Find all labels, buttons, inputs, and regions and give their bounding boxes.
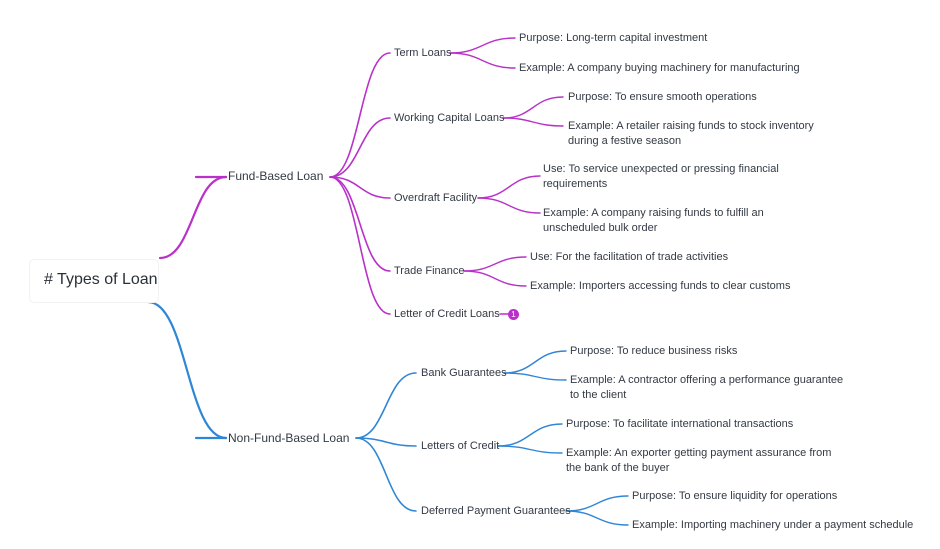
detail-deferred-payment-purpose: Purpose: To ensure liquidity for operati… xyxy=(632,490,838,502)
detail-trade-finance-example: Example: Importers accessing funds to cl… xyxy=(530,280,791,292)
node-overdraft-facility[interactable]: Overdraft Facility xyxy=(394,192,478,204)
connector-fund-detail-2-1 xyxy=(477,197,541,214)
connector-fund-detail-2-0 xyxy=(477,175,541,199)
node-trade-finance[interactable]: Trade Finance xyxy=(394,265,465,277)
connector-fund-detail-1-1 xyxy=(502,117,564,127)
connector-nonfund-child-1 xyxy=(355,437,417,447)
connector-nonfund-detail-2-1 xyxy=(565,510,629,526)
detail-overdraft-example: Example: A company raising funds to fulf… xyxy=(543,207,764,234)
connector-fund-child-3 xyxy=(329,176,391,272)
connector-nonfund-child-2 xyxy=(355,437,417,512)
branch-fund-based[interactable]: Fund-Based Loan xyxy=(228,169,324,183)
node-working-capital-loans[interactable]: Working Capital Loans xyxy=(394,112,505,124)
detail-deferred-payment-example: Example: Importing machinery under a pay… xyxy=(632,519,914,531)
node-letter-of-credit-loans[interactable]: Letter of Credit Loans xyxy=(394,308,500,320)
branch-non-fund-based[interactable]: Non-Fund-Based Loan xyxy=(228,431,350,445)
detail-letters-of-credit-example: Example: An exporter getting payment ass… xyxy=(566,447,832,474)
root-label: # Types of Loan xyxy=(44,271,158,288)
connector-fund-detail-0-0 xyxy=(449,37,516,54)
detail-term-loans-purpose: Purpose: Long-term capital investment xyxy=(519,32,708,44)
node-deferred-payment-guarantees[interactable]: Deferred Payment Guarantees xyxy=(421,505,571,517)
connector-fund-detail-3-1 xyxy=(463,270,527,287)
connector-fund-child-2 xyxy=(329,176,391,199)
connector-nonfund-detail-0-0 xyxy=(503,350,567,374)
connector-fund-child-1 xyxy=(329,117,391,178)
node-bank-guarantees[interactable]: Bank Guarantees xyxy=(421,367,507,379)
connector-nonfund-child-0 xyxy=(355,372,417,439)
detail-term-loans-example: Example: A company buying machinery for … xyxy=(519,62,800,74)
connector-nonfund-detail-0-1 xyxy=(503,372,567,381)
node-letters-of-credit[interactable]: Letters of Credit xyxy=(421,440,500,452)
connector-nonfund-detail-2-0 xyxy=(565,495,629,512)
root-node[interactable] xyxy=(30,260,158,302)
connector-root-fund xyxy=(158,175,228,260)
connector-fund-child-4 xyxy=(329,176,391,315)
connector-root-nonfund xyxy=(146,300,228,440)
connector-fund-child-0 xyxy=(329,52,391,178)
connector-fund-detail-1-0 xyxy=(502,96,564,119)
detail-overdraft-use: Use: To service unexpected or pressing f… xyxy=(543,163,779,190)
detail-bank-guarantees-purpose: Purpose: To reduce business risks xyxy=(570,345,738,357)
connector-fund-detail-3-0 xyxy=(463,256,527,272)
connector-fund-detail-0-1 xyxy=(449,52,516,69)
detail-working-capital-purpose: Purpose: To ensure smooth operations xyxy=(568,91,757,103)
detail-bank-guarantees-example: Example: A contractor offering a perform… xyxy=(570,374,844,401)
connector-nonfund-detail-1-0 xyxy=(497,423,563,447)
detail-letters-of-credit-purpose: Purpose: To facilitate international tra… xyxy=(566,418,794,430)
node-term-loans[interactable]: Term Loans xyxy=(394,47,452,59)
detail-trade-finance-use: Use: For the facilitation of trade activ… xyxy=(530,251,729,263)
collapsed-count-badge[interactable]: 1 xyxy=(508,309,519,320)
connector-nonfund-detail-1-1 xyxy=(497,445,563,454)
detail-working-capital-example: Example: A retailer raising funds to sto… xyxy=(568,120,814,147)
